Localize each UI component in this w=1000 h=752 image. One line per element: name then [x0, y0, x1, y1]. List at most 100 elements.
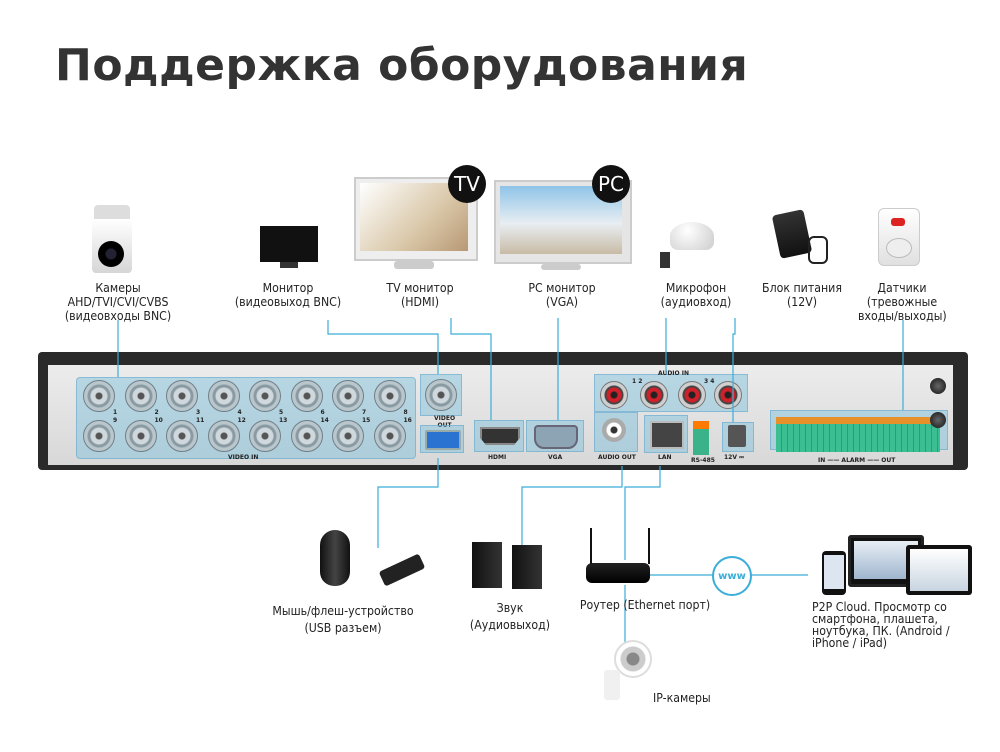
- label-line: Камеры: [95, 280, 141, 295]
- label-line: Блок питания: [762, 280, 842, 295]
- router-antennas: [590, 528, 650, 564]
- channel-number: 15: [362, 417, 371, 424]
- page-title: Поддержка оборудования: [55, 40, 749, 91]
- alarm-terminal-block: [776, 417, 940, 452]
- label-line: TV монитор: [386, 280, 454, 295]
- lan-port: [650, 421, 684, 449]
- usb-port: [425, 430, 461, 450]
- label-line: iPhone / iPad): [812, 635, 888, 650]
- label-line: P2P Cloud. Просмотр со: [812, 599, 947, 614]
- line-tv: [450, 318, 492, 420]
- label-ip-cameras: IP-камеры: [653, 690, 711, 705]
- video-in-label: VIDEO IN: [228, 454, 259, 461]
- channel-number: 10: [154, 417, 163, 424]
- microphone-image: [660, 222, 716, 272]
- lan-label: LAN: [658, 454, 672, 461]
- power-adapter-image: [771, 209, 828, 270]
- video-in-port-4: [207, 380, 240, 412]
- devices-image: [822, 535, 974, 597]
- line-lan: [624, 466, 661, 560]
- line-power: [732, 318, 736, 422]
- label-line: (VGA): [545, 294, 579, 309]
- dc-label: 12V ⎓: [724, 454, 744, 461]
- video-in-port-2: [124, 380, 157, 412]
- line-monitor: [327, 320, 439, 374]
- label-pc: PC монитор(VGA): [518, 281, 606, 309]
- monitor-image: [260, 226, 318, 270]
- label-router: Роутер (Ethernet порт): [579, 597, 711, 612]
- screw: [930, 412, 946, 428]
- label-line: (HDMI): [400, 294, 440, 309]
- video-in-port-12: [207, 420, 240, 452]
- label-tv: TV монитор(HDMI): [376, 281, 464, 309]
- channel-number: 11: [196, 417, 205, 424]
- label-line: (12V): [786, 294, 818, 309]
- mouse-image: [320, 530, 350, 586]
- video-in-port-1: [83, 380, 115, 412]
- label-line: (аудиовход): [660, 294, 732, 309]
- label-power: Блок питания(12V): [758, 281, 846, 309]
- label-line: Датчики: [877, 280, 927, 295]
- speaker-left-image: [472, 542, 502, 588]
- www-globe-icon: www: [712, 556, 752, 596]
- label-sound: Звук (Аудиовыход): [466, 601, 554, 632]
- audio-in-group-1-2: 1 2: [632, 378, 643, 385]
- channel-number: 4: [237, 409, 242, 416]
- video-in-port-11: [166, 420, 198, 452]
- label-line: смартфона, плашета,: [812, 611, 938, 626]
- audio-in-label: AUDIO IN: [658, 370, 689, 377]
- audio-in-port-4: [714, 381, 742, 409]
- audio-in-port-3: [678, 381, 706, 409]
- label-line: ноутбука, ПК. (Android /: [812, 623, 950, 638]
- video-in-port-8: [373, 380, 406, 412]
- video-in-port-9: [83, 420, 115, 452]
- label-line: Звук: [496, 600, 524, 615]
- channel-number: 2: [154, 409, 159, 416]
- video-in-port-14: [290, 420, 323, 452]
- audio-in-group-3-4: 3 4: [704, 378, 715, 385]
- channel-number: 12: [237, 417, 246, 424]
- audio-in-port-1: [600, 381, 628, 409]
- pc-monitor-image: [494, 180, 632, 272]
- video-in-port-15: [332, 420, 364, 452]
- channel-number: 1: [113, 409, 118, 416]
- label-line: AHD/TVI/CVI/CVBS: [67, 294, 169, 309]
- video-in-port-13: [249, 420, 281, 452]
- channel-number: 14: [320, 417, 329, 424]
- alarm-label: IN —— ALARM —— OUT: [818, 457, 896, 464]
- line-audio-out: [521, 466, 623, 568]
- video-in-port-3: [166, 380, 198, 412]
- video-out-port: [425, 379, 457, 411]
- label-mic: Микрофон(аудиовход): [652, 281, 740, 309]
- video-in-port-5: [249, 380, 281, 412]
- video-in-port-10: [124, 420, 157, 452]
- label-line: (видеовходы BNC): [64, 308, 172, 323]
- rs485-port: [693, 421, 709, 455]
- label-line: Микрофон: [665, 280, 727, 295]
- channel-number: 5: [279, 409, 284, 416]
- label-line: PC монитор: [528, 280, 596, 295]
- channel-number: 16: [403, 417, 412, 424]
- vga-label: VGA: [548, 454, 563, 461]
- router-image: [586, 563, 650, 583]
- audio-out-label: AUDIO OUT: [598, 454, 636, 461]
- channel-number: 7: [362, 409, 367, 416]
- channel-number: 9: [113, 417, 118, 424]
- video-in-port-7: [332, 380, 364, 412]
- label-line: (USB разъем): [304, 620, 382, 635]
- channel-number: 6: [320, 409, 325, 416]
- label-line: (Аудиовыход): [469, 617, 551, 632]
- label-line: Мышь/флеш-устройство: [272, 603, 414, 618]
- channel-number: 3: [196, 409, 201, 416]
- channel-number: 8: [403, 409, 408, 416]
- label-line: (тревожные: [866, 294, 938, 309]
- label-mouse: Мышь/флеш-устройство (USB разъем): [268, 604, 418, 635]
- bullet-camera-image: [90, 205, 134, 275]
- label-line: входы/выходы): [858, 308, 947, 323]
- rs485-label: RS-485: [691, 457, 715, 464]
